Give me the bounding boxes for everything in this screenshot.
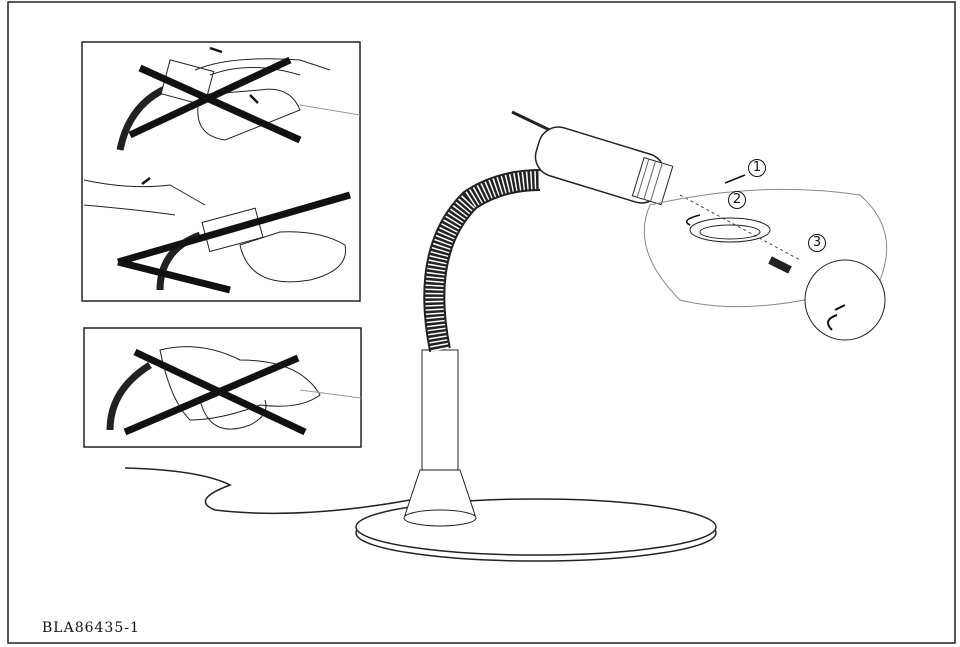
desk-lamp: [124, 110, 888, 562]
document-code: BLA86435-1: [42, 620, 140, 636]
page-frame: [7, 1, 956, 644]
step-2-marker: 2: [728, 191, 746, 209]
lamp-stem: [421, 349, 459, 471]
gooseneck: [425, 171, 541, 352]
cross-mark: [138, 64, 302, 144]
warning-panel-top: [81, 41, 361, 302]
warning-panel-bottom: [83, 327, 362, 448]
lamp-holder: [534, 126, 674, 206]
light-bulb: [804, 259, 886, 341]
step-1-marker: 1: [748, 159, 766, 177]
step-3-marker: 3: [808, 234, 826, 252]
